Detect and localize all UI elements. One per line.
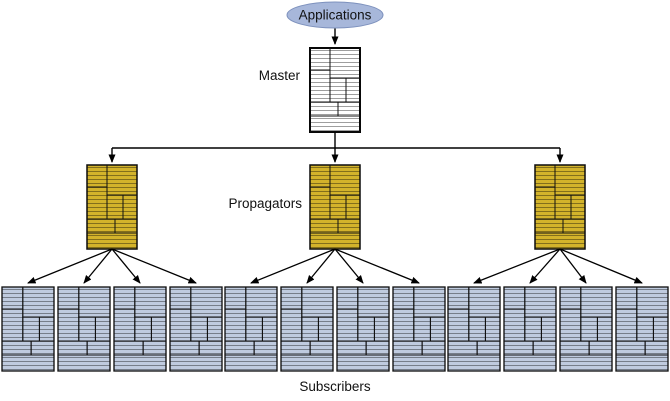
subscriber-tiles bbox=[280, 286, 334, 372]
subscriber-tiles bbox=[1, 286, 55, 372]
connector-propagator-1-to-subscribers bbox=[27, 248, 197, 284]
subscriber-tiles bbox=[224, 286, 278, 372]
subscribers-label: Subscribers bbox=[299, 379, 371, 394]
subscriber-icon bbox=[113, 286, 167, 372]
propagator-tiles bbox=[86, 164, 138, 250]
subscriber-tiles bbox=[447, 286, 501, 372]
connector-propagator-2-to-subscribers bbox=[250, 248, 420, 284]
connector-master-to-propagators bbox=[108, 132, 564, 163]
subscriber-tiles bbox=[113, 286, 167, 372]
arrow-to-subscriber bbox=[111, 248, 141, 284]
arrow-to-subscriber bbox=[529, 248, 561, 284]
subscriber-tiles bbox=[336, 286, 390, 372]
subscriber-icon bbox=[447, 286, 501, 372]
subscriber-icon bbox=[169, 286, 223, 372]
arrow-to-subscriber bbox=[111, 248, 197, 284]
subscriber-icon bbox=[336, 286, 390, 372]
subscriber-icon bbox=[392, 286, 446, 372]
subscriber-tiles bbox=[559, 286, 613, 372]
propagator-icon-2 bbox=[309, 164, 361, 250]
subscriber-icon bbox=[280, 286, 334, 372]
propagators-label: Propagators bbox=[228, 196, 302, 211]
subscriber-group-2 bbox=[224, 286, 446, 372]
connector-propagator-3-to-subscribers bbox=[473, 248, 643, 284]
applications-label: Applications bbox=[299, 8, 372, 23]
subscriber-tiles bbox=[503, 286, 557, 372]
subscriber-tiles bbox=[392, 286, 446, 372]
propagator-tiles bbox=[309, 164, 361, 250]
subscriber-group-3 bbox=[447, 286, 669, 372]
master-database-tiles bbox=[309, 47, 361, 133]
subscriber-tiles bbox=[615, 286, 669, 372]
subscriber-icon bbox=[615, 286, 669, 372]
subscriber-tiles bbox=[57, 286, 111, 372]
arrow-to-subscriber bbox=[559, 248, 587, 284]
subscriber-group-1 bbox=[1, 286, 223, 372]
master-database-icon bbox=[309, 47, 361, 133]
subscriber-icon bbox=[1, 286, 55, 372]
subscriber-icon bbox=[503, 286, 557, 372]
master-label: Master bbox=[259, 68, 301, 83]
arrow-to-subscriber bbox=[473, 248, 561, 284]
propagator-icon-1 bbox=[86, 164, 138, 250]
arrow-to-subscriber bbox=[27, 248, 113, 284]
arrow-to-subscriber bbox=[306, 248, 336, 284]
applications-ellipse bbox=[286, 1, 384, 29]
arrow-to-subscriber bbox=[334, 248, 364, 284]
subscriber-icon bbox=[224, 286, 278, 372]
arrow-to-subscriber bbox=[250, 248, 336, 284]
arrow-to-subscriber bbox=[334, 248, 420, 284]
subscriber-icon bbox=[57, 286, 111, 372]
propagator-tiles bbox=[534, 164, 586, 250]
arrow-to-subscriber bbox=[559, 248, 643, 284]
subscriber-icon bbox=[559, 286, 613, 372]
propagator-icon-3 bbox=[534, 164, 586, 250]
subscriber-tiles bbox=[169, 286, 223, 372]
arrow-to-subscriber bbox=[83, 248, 113, 284]
applications-node: Applications bbox=[286, 1, 384, 29]
